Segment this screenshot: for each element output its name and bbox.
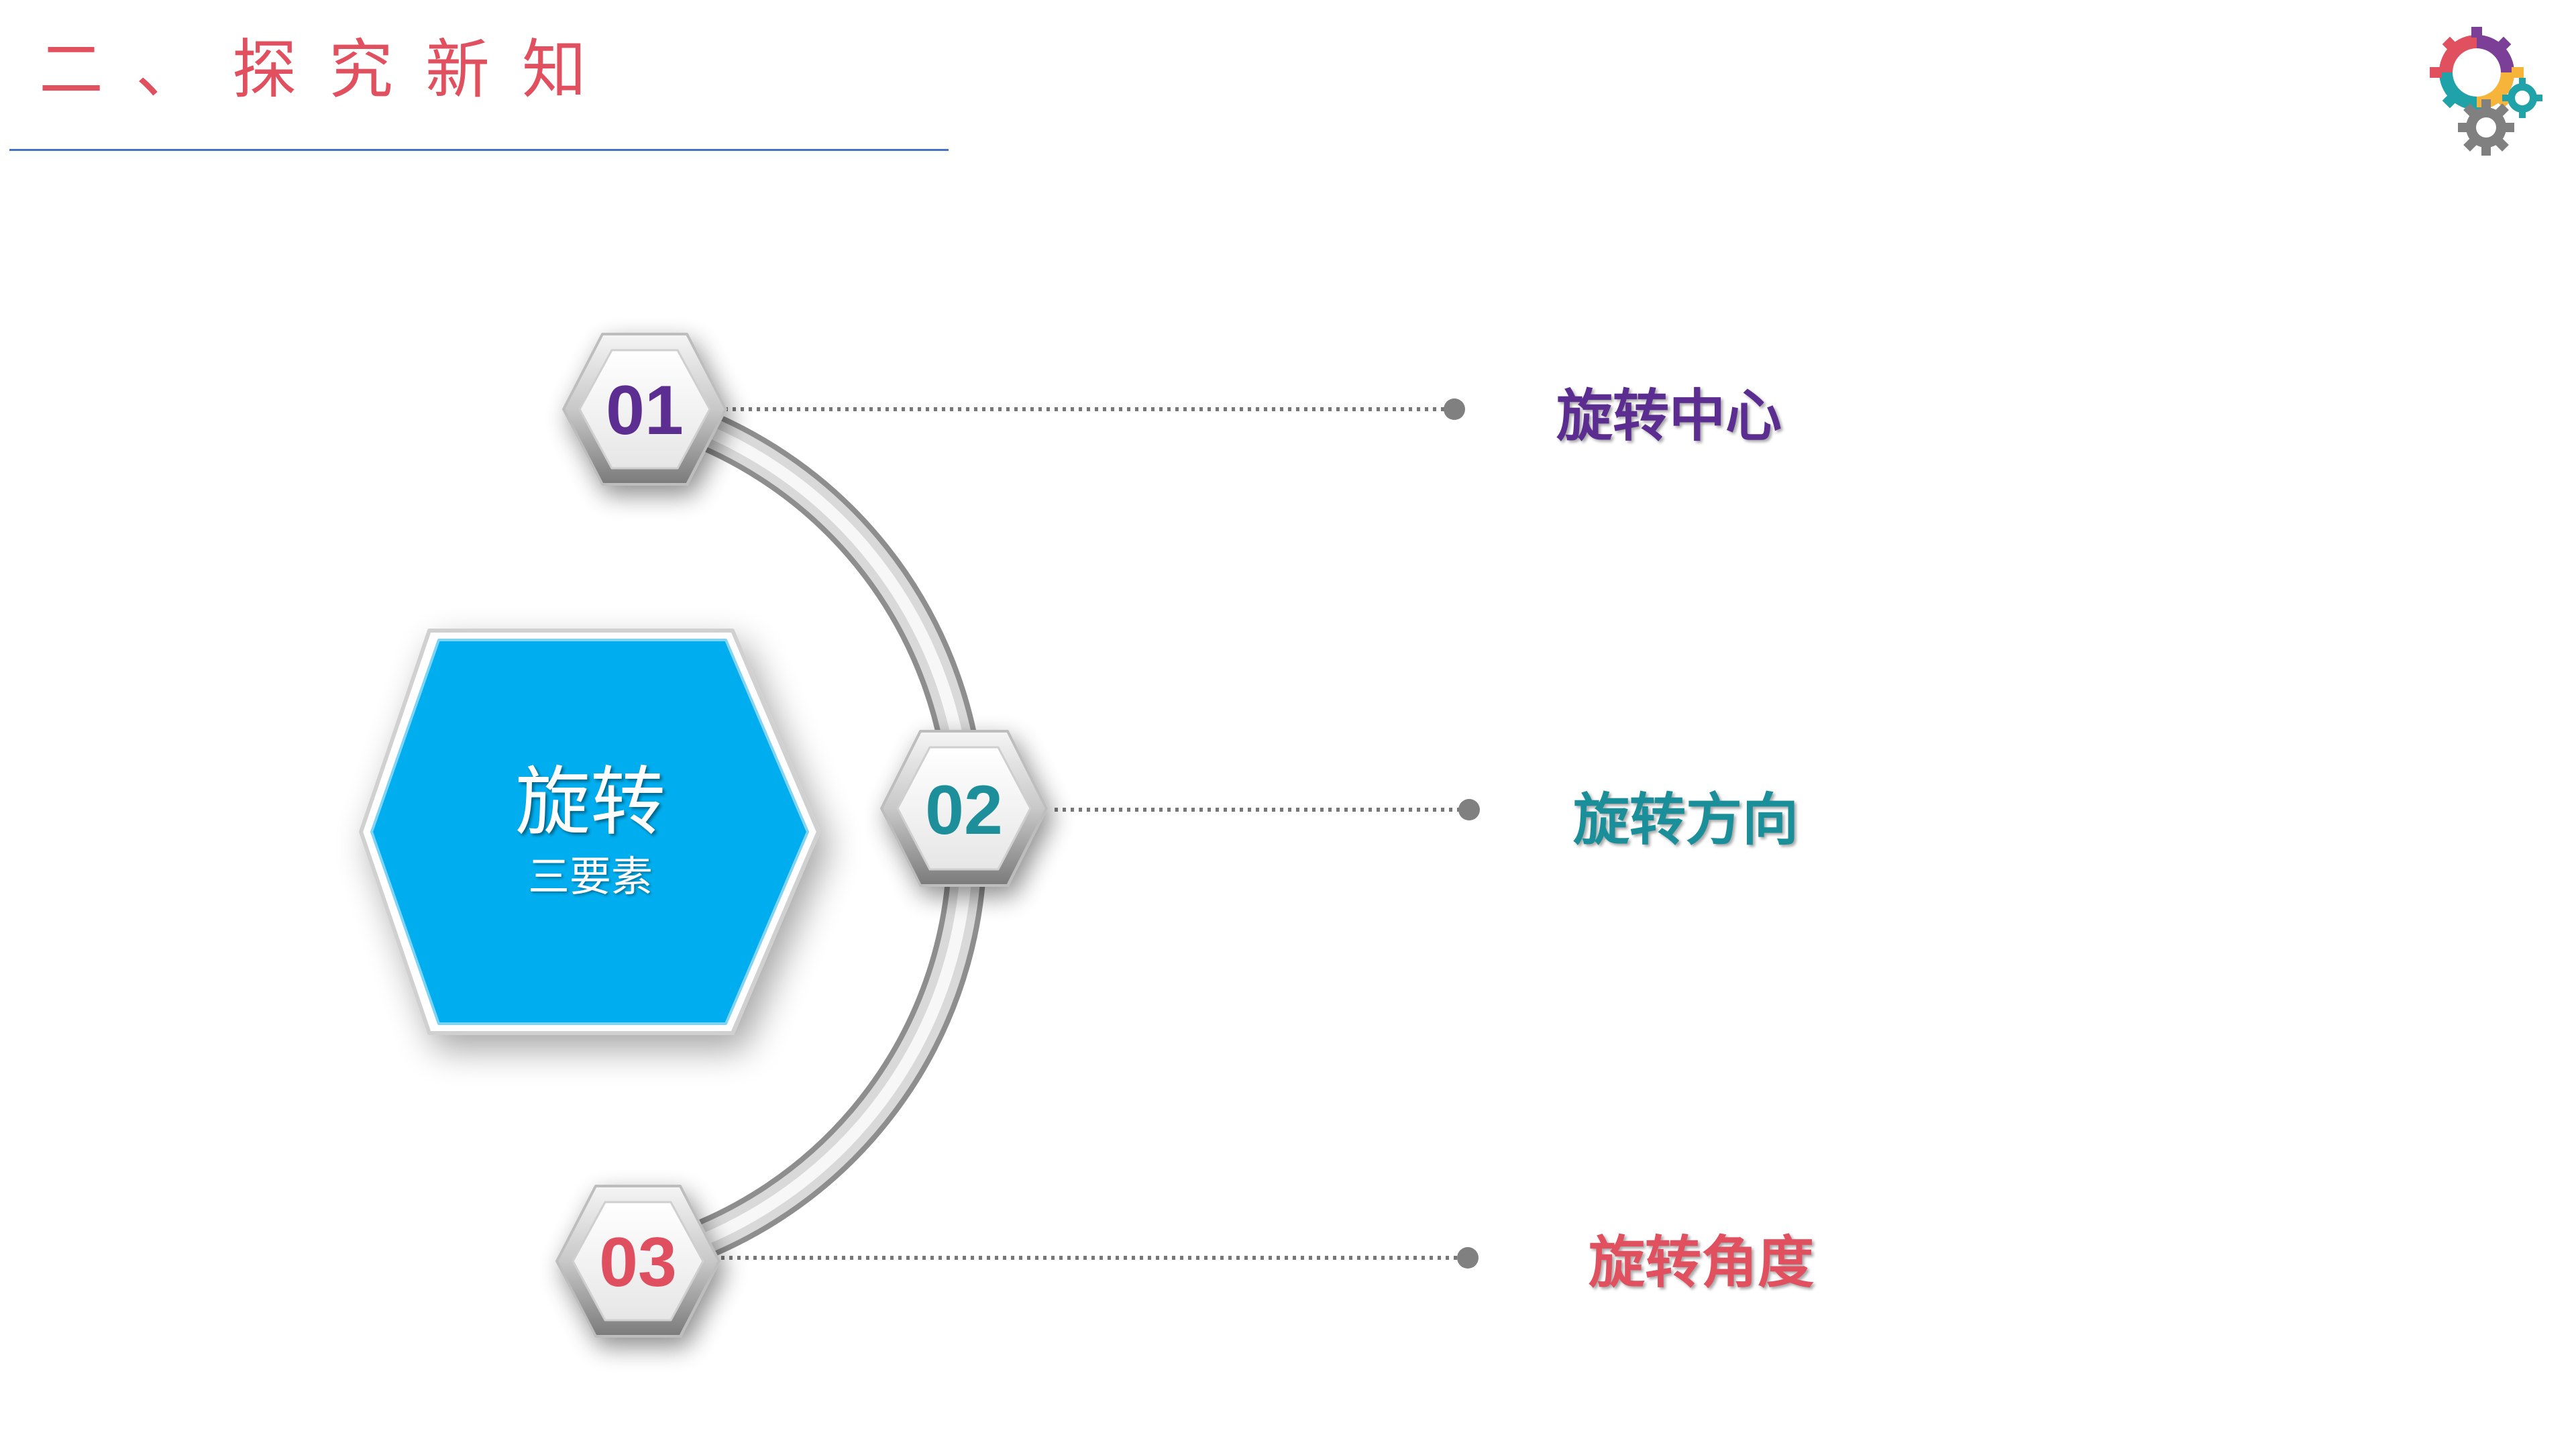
step-number-01: 01	[606, 372, 684, 449]
step-number-02: 02	[925, 771, 1003, 849]
title-underline	[9, 149, 949, 151]
gears-icon	[2430, 27, 2542, 156]
leader-dot-01	[1444, 398, 1465, 420]
center-hexagon	[359, 629, 820, 1035]
item-label-01: 旋转中心	[1556, 382, 1782, 449]
step-hexagon-01: 01	[562, 333, 727, 486]
center-subtitle: 三要素	[527, 852, 653, 901]
center-title: 旋转	[515, 759, 665, 846]
item-label-03: 旋转角度	[1589, 1229, 1815, 1295]
step-number-03: 03	[599, 1224, 677, 1301]
step-hexagon-03: 03	[555, 1185, 720, 1338]
leader-dot-03	[1457, 1247, 1479, 1269]
leader-dot-02	[1458, 799, 1480, 820]
page-title: 二、探究新知	[39, 32, 619, 107]
step-hexagon-02: 02	[880, 730, 1048, 887]
item-label-02: 旋转方向	[1573, 786, 1799, 853]
